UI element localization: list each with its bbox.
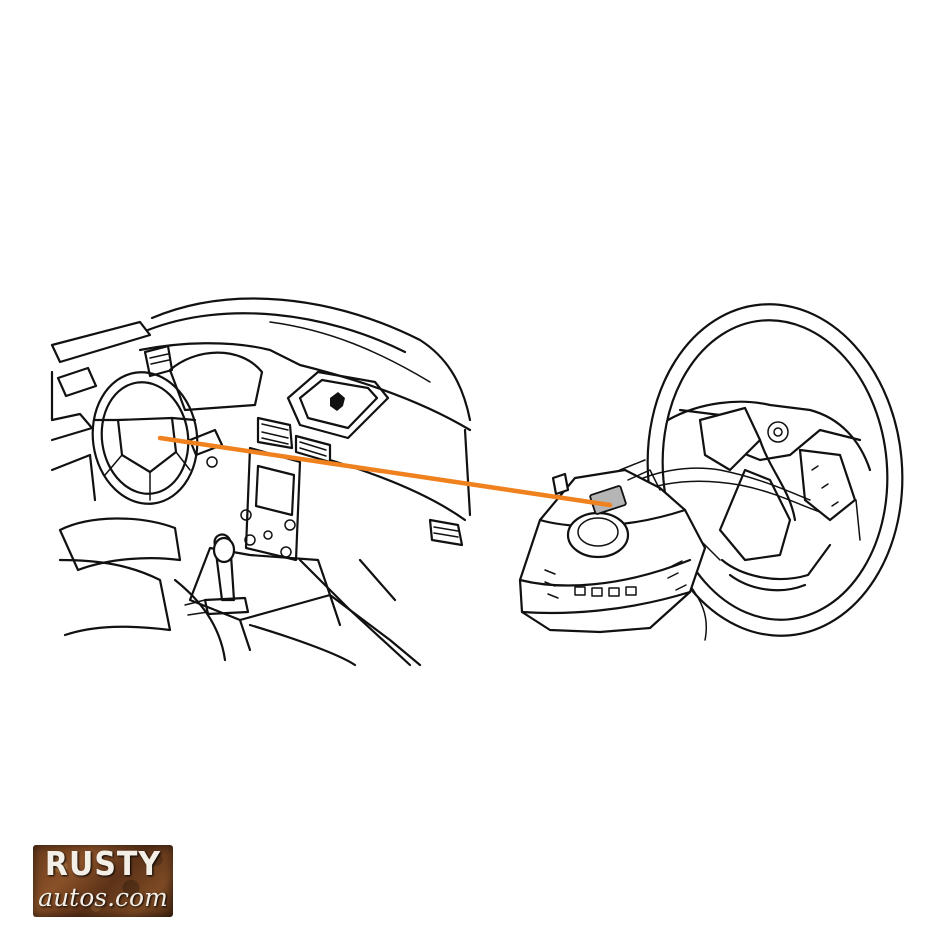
dashboard-illustration <box>50 297 472 667</box>
airbag-connector <box>589 485 627 515</box>
logo-line-rusty: RUSTY <box>44 845 162 884</box>
leader-line <box>157 435 613 508</box>
logo-line-autos: autos.com <box>38 883 168 912</box>
rustyautos-logo: RUSTY autos.com <box>33 845 173 917</box>
airbag-module-illustration <box>518 459 707 634</box>
steering-wheel-illustration <box>619 303 904 641</box>
